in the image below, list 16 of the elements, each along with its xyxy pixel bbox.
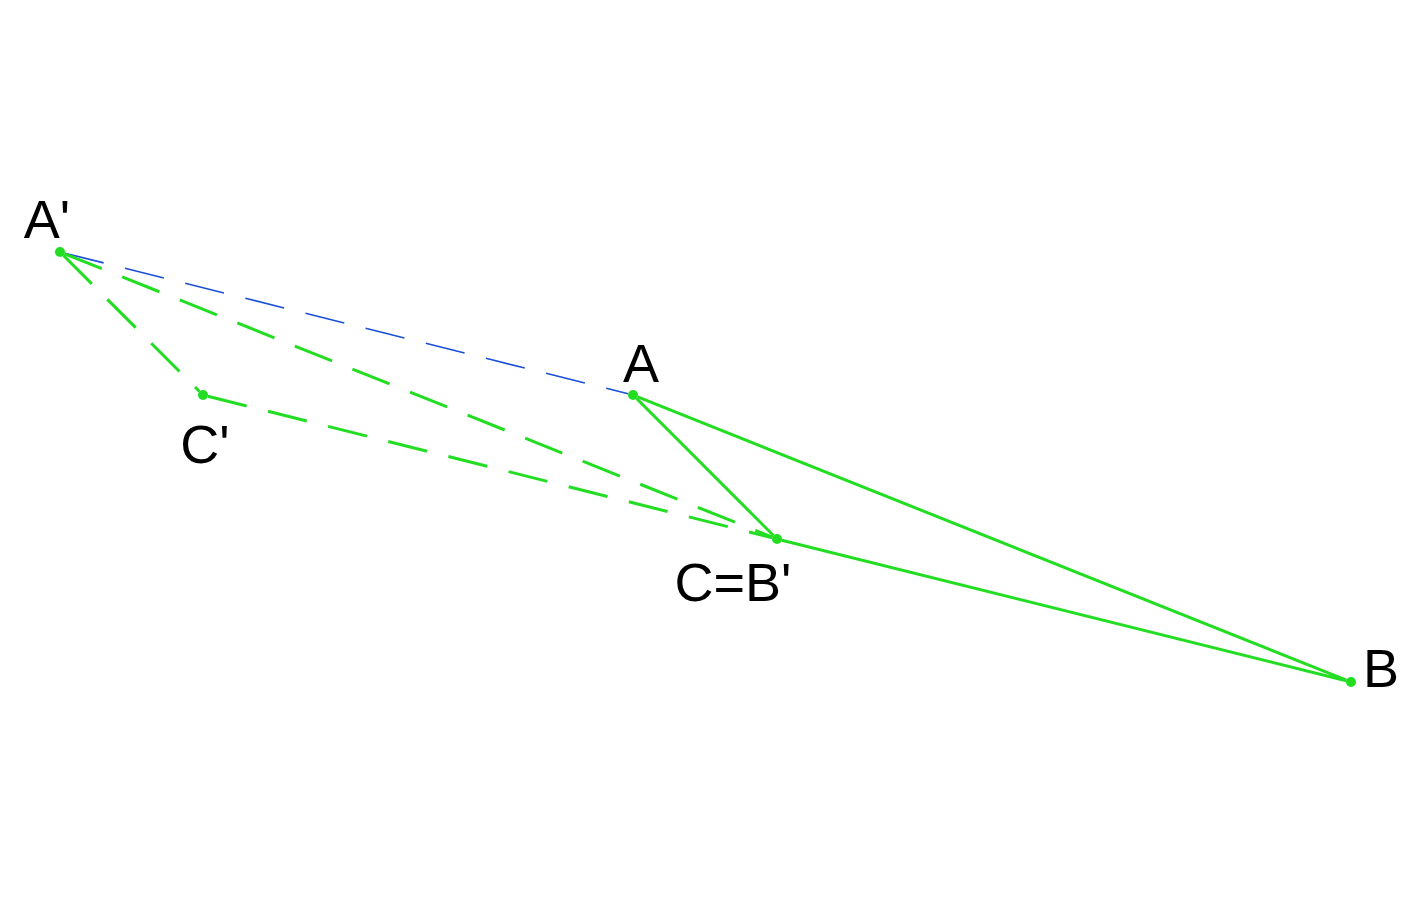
dashed-line <box>62 254 201 393</box>
point-marker <box>772 534 782 544</box>
point-marker <box>628 390 638 400</box>
dashed-line <box>207 394 773 540</box>
point-label: A <box>623 336 659 390</box>
point-marker <box>198 390 208 400</box>
dashed-line <box>64 252 773 539</box>
line-segment <box>635 397 775 537</box>
point-label: C' <box>180 417 230 471</box>
point-label: A' <box>23 192 71 246</box>
line-segment <box>781 538 1347 683</box>
point-label: C=B' <box>674 555 792 609</box>
point-marker <box>55 247 65 257</box>
point-label: B <box>1363 641 1399 695</box>
point-marker <box>1346 677 1356 687</box>
line-segment <box>637 395 1347 682</box>
